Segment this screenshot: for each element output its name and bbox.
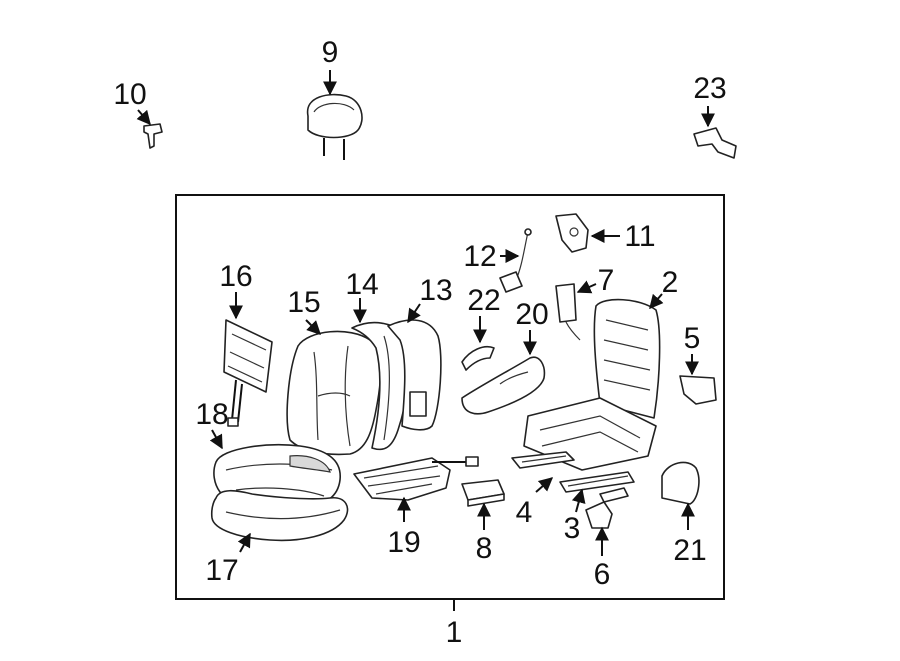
callout-labels: 1 2 3 4 5 6 7 8 9 10 11 12 13 14 15 16 1… (113, 36, 726, 649)
callout-10: 10 (113, 78, 146, 111)
airbag-part-7 (555, 283, 581, 341)
callout-21: 21 (673, 534, 706, 567)
callout-5: 5 (684, 322, 701, 355)
callout-2: 2 (662, 266, 679, 299)
module-part-8 (461, 479, 505, 507)
callout-4: 4 (516, 496, 533, 529)
rail-bracket-part (599, 487, 629, 503)
assembly-frame (175, 194, 725, 600)
clip-part (143, 123, 163, 149)
leader-arrows (136, 70, 715, 556)
callout-20: 20 (515, 298, 548, 331)
track-cover-part (585, 501, 613, 529)
back-panel-part (223, 319, 273, 427)
callout-16: 16 (219, 260, 252, 293)
headrest-part (307, 93, 363, 160)
seat-track-part (511, 451, 635, 493)
callout-12: 12 (463, 240, 496, 273)
callout-9: 9 (322, 36, 339, 69)
callout-11: 11 (624, 220, 655, 253)
bracket-part-23 (693, 127, 737, 159)
callout-3: 3 (564, 512, 581, 545)
callout-17: 17 (205, 554, 238, 587)
callout-1: 1 (446, 616, 463, 649)
callout-22: 22 (467, 284, 500, 317)
lever-part-22 (461, 346, 495, 371)
callout-13: 13 (419, 274, 452, 307)
back-board-part (387, 319, 442, 431)
side-trim-part-21 (661, 461, 700, 505)
cable-part-12 (499, 228, 532, 293)
recliner-part-11 (555, 213, 589, 253)
callout-7: 7 (598, 264, 615, 297)
seat-frame-part (523, 298, 661, 471)
callout-8: 8 (476, 532, 493, 565)
heater-mat-part (353, 456, 479, 501)
callout-23: 23 (693, 72, 726, 105)
callout-19: 19 (387, 526, 420, 559)
seat-pad-part (210, 489, 349, 542)
callout-18: 18 (195, 398, 228, 431)
callout-14: 14 (345, 268, 378, 301)
back-cover-part (286, 330, 382, 456)
seat-cover-part (213, 443, 341, 508)
callout-15: 15 (287, 286, 320, 319)
side-cover-part-5 (679, 375, 717, 405)
callout-6: 6 (594, 558, 611, 591)
shield-part-20 (461, 356, 546, 415)
